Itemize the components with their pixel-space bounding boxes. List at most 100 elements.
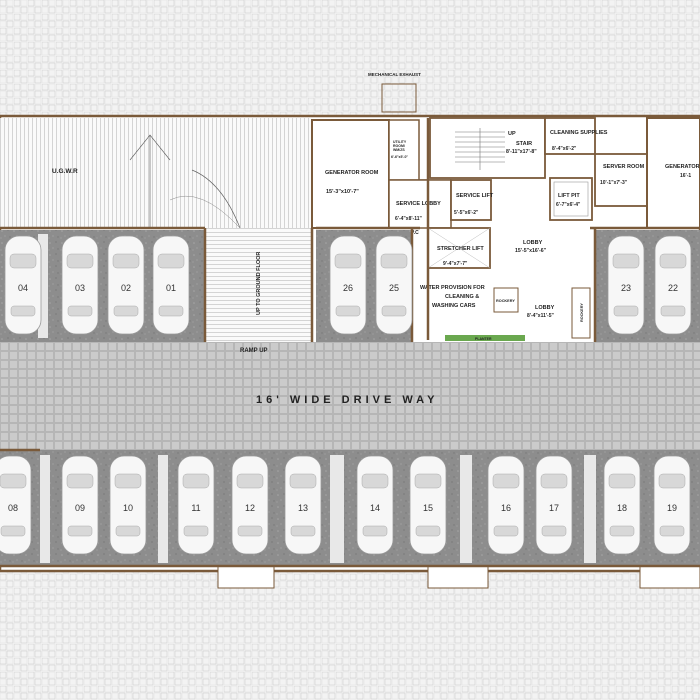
car-rear-window (493, 525, 519, 537)
driveway (0, 342, 700, 450)
car-number: 02 (121, 283, 131, 293)
car-number: 08 (8, 503, 18, 513)
car-number: 25 (389, 283, 399, 293)
car-number: 17 (549, 503, 559, 513)
pc-label: P.C (411, 230, 419, 236)
parked-car: 14 (356, 455, 394, 555)
lift-pit-label: LIFT PIT (558, 193, 580, 199)
lobby-main-label: LOBBY (523, 240, 543, 246)
ugwr-label: U.G.W.R (52, 168, 78, 175)
car-number: 03 (75, 283, 85, 293)
ramp-area (205, 228, 313, 343)
top-bay-dividers (38, 234, 48, 338)
mechanical-exhaust-shaft (381, 83, 417, 113)
parked-car: 23 (607, 235, 645, 335)
car-number: 19 (667, 503, 677, 513)
car-windshield (612, 253, 640, 269)
car-rear-window (290, 525, 316, 537)
car-rear-window (67, 305, 93, 317)
lift-pit-size: 6'-7"x6'-4" (556, 202, 581, 208)
car-windshield (66, 253, 94, 269)
generator-right-label: GENERATOR (665, 164, 700, 170)
car-windshield (289, 473, 317, 489)
car-rear-window (659, 525, 685, 537)
parked-car: 26 (329, 235, 367, 335)
water-provision-label-1: WATER PROVISION FOR (420, 285, 485, 291)
rockery-2-label: ROCKERY (580, 303, 584, 322)
car-rear-window (0, 525, 26, 537)
generator-room-size: 15'-3"x10'-7" (326, 189, 359, 195)
car-rear-window (381, 305, 407, 317)
cleaning-supplies-label: CLEANING SUPPLIES (550, 130, 608, 136)
car-rear-window (362, 525, 388, 537)
car-windshield (414, 473, 442, 489)
stair-up-label: UP (508, 131, 516, 137)
parked-car: 02 (107, 235, 145, 335)
car-rear-window (335, 305, 361, 317)
car-number: 15 (423, 503, 433, 513)
stair-size: 8'-11"x17'-8" (506, 149, 537, 155)
car-number: 13 (298, 503, 308, 513)
utility-room-label-3: WM/ZS (393, 148, 405, 152)
car-number: 01 (166, 283, 176, 293)
parked-car: 13 (284, 455, 322, 555)
driveway-label: 16' WIDE DRIVE WAY (256, 394, 438, 406)
server-room-label: SERVER ROOM (603, 164, 645, 170)
car-number: 26 (343, 283, 353, 293)
mechanical-exhaust-label: MECHANICAL EXHAUST (368, 72, 421, 77)
car-rear-window (115, 525, 141, 537)
lift-pit-inner (553, 181, 589, 217)
parked-car: 11 (177, 455, 215, 555)
generator-room (311, 119, 390, 229)
parked-car: 09 (61, 455, 99, 555)
car-number: 23 (621, 283, 631, 293)
utility-room-label-1: UTILITY (393, 140, 407, 144)
car-rear-window (158, 305, 184, 317)
car-number: 16 (501, 503, 511, 513)
parked-car: 10 (109, 455, 147, 555)
car-number: 10 (123, 503, 133, 513)
walls (0, 118, 700, 568)
car-windshield (112, 253, 140, 269)
car-windshield (658, 473, 686, 489)
car-windshield (182, 473, 210, 489)
water-provision-label-3: WASHING CARS (432, 303, 476, 309)
car-rear-window (10, 305, 36, 317)
utility-room-size: 6'-6"x5'-0" (391, 155, 408, 159)
stair-label: STAIR (516, 141, 532, 147)
server-room (594, 153, 648, 207)
car-number: 14 (370, 503, 380, 513)
parked-car: 18 (603, 455, 641, 555)
parked-car: 08 (0, 455, 32, 555)
car-windshield (66, 473, 94, 489)
car-windshield (540, 473, 568, 489)
rockery-2 (571, 287, 591, 339)
parked-car: 17 (535, 455, 573, 555)
car-windshield (236, 473, 264, 489)
car-number: 18 (617, 503, 627, 513)
service-lobby-size: 6'-4"x8'-11" (395, 216, 422, 222)
server-room-size: 10'-1"x7'-3" (600, 180, 628, 186)
parked-car: 25 (375, 235, 413, 335)
car-windshield (334, 253, 362, 269)
parked-car: 22 (654, 235, 692, 335)
car-rear-window (613, 305, 639, 317)
ramp-up-label: RAMP UP (240, 348, 268, 354)
car-rear-window (183, 525, 209, 537)
cars-layer: 04 03 02 01 26 25 23 22 08 09 10 11 12 13 14 15 16 17 18 19 (0, 235, 692, 555)
planter (445, 335, 525, 341)
car-windshield (361, 473, 389, 489)
lobby-small-label: LOBBY (535, 305, 555, 311)
car-number: 12 (245, 503, 255, 513)
stretcher-lift-size: 9'-4"x7'-7" (443, 261, 468, 267)
stretcher-lift-cross-2 (427, 227, 491, 269)
bay-dividers (40, 455, 596, 563)
stair-treads (455, 128, 505, 170)
parked-car: 12 (231, 455, 269, 555)
generator-room-right (646, 117, 700, 229)
stretcher-lift-label: STRETCHER LIFT (437, 246, 484, 252)
parked-car: 04 (4, 235, 42, 335)
water-provision-label-2: CLEANING & (445, 294, 479, 300)
car-rear-window (541, 525, 567, 537)
